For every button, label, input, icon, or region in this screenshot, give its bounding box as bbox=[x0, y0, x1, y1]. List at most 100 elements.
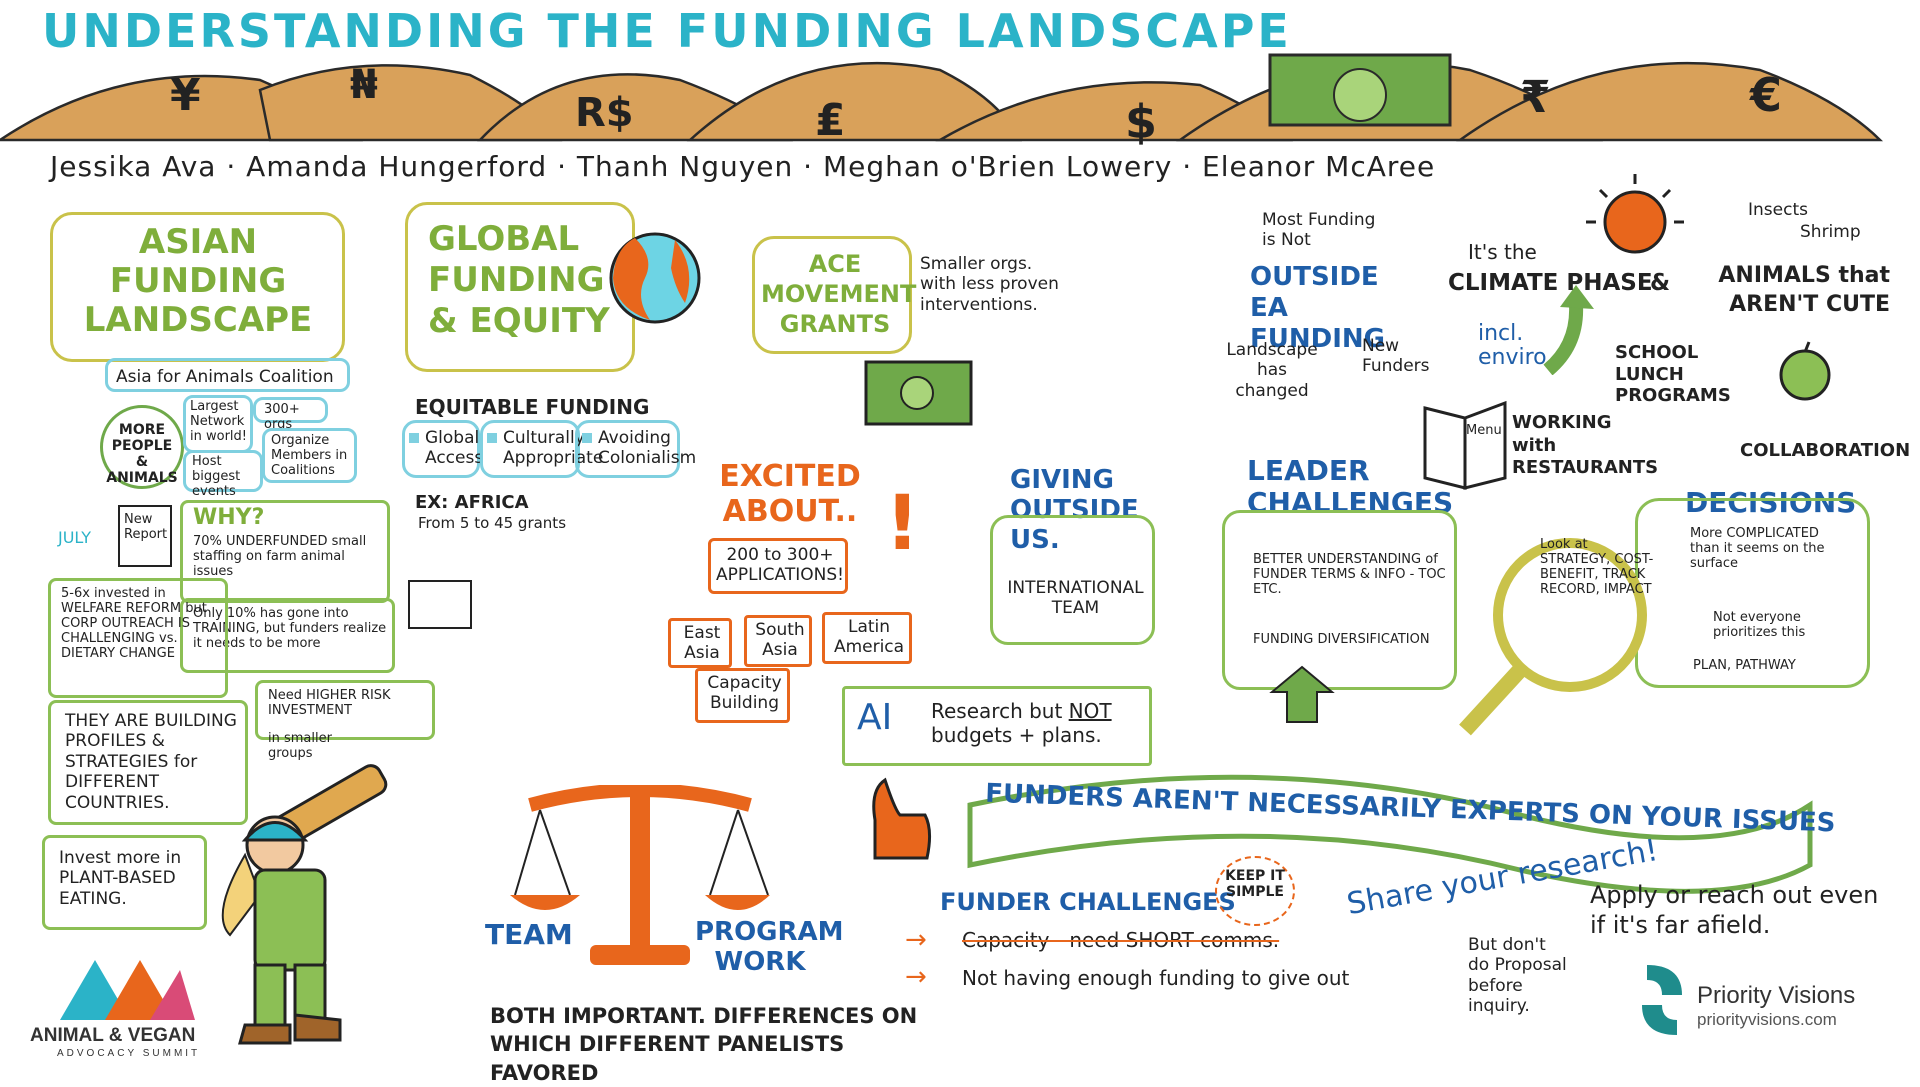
why-box: WHY? 70% UNDERFUNDED small staffing on f… bbox=[180, 500, 390, 603]
asian-title: ASIAN FUNDING LANDSCAPE bbox=[83, 222, 313, 341]
ace-title: ACE MOVEMENT GRANTS bbox=[761, 250, 917, 338]
equitable-heading: EQUITABLE FUNDING bbox=[415, 395, 650, 419]
apple-icon bbox=[1779, 341, 1831, 401]
access-label: Global Access bbox=[425, 428, 484, 469]
hills-illustration bbox=[0, 53, 1884, 142]
collaboration-text: COLLABORATION bbox=[1740, 440, 1911, 461]
ai-box: AI Research but NOT budgets + plans. bbox=[842, 686, 1152, 766]
leader-box: BETTER UNDERSTANDING of FUNDER TERMS & I… bbox=[1222, 510, 1457, 690]
colonialism-label: Avoiding Colonialism bbox=[598, 428, 697, 469]
why-label: WHY? bbox=[193, 505, 265, 530]
capacity-box: Capacity Building bbox=[695, 668, 790, 723]
priority-visions-url: priorityvisions.com bbox=[1697, 1010, 1837, 1029]
speaker-names: Jessika Ava · Amanda Hungerford · Thanh … bbox=[50, 150, 1436, 183]
summit-logo-line2: ADVOCACY SUMMIT bbox=[57, 1048, 201, 1059]
training-box: Only 10% has gone into TRAINING, but fun… bbox=[180, 598, 395, 673]
new-funders-text: New Funders bbox=[1362, 336, 1430, 377]
training-text: Only 10% has gone into TRAINING, but fun… bbox=[193, 606, 387, 651]
underfunded-text: 70% UNDERFUNDED small staffing on farm a… bbox=[193, 534, 367, 579]
diversification-text: FUNDING DIVERSIFICATION bbox=[1253, 632, 1430, 647]
animals-text: ANIMALS that AREN'T CUTE bbox=[1718, 263, 1890, 317]
east-asia-label: East Asia bbox=[683, 623, 721, 664]
africa-label: EX: AFRICA bbox=[415, 492, 529, 513]
priority-visions-name: Priority Visions bbox=[1697, 982, 1856, 1009]
currency-yen: ¥ bbox=[170, 70, 201, 121]
south-asia-box: South Asia bbox=[744, 615, 812, 667]
incl-enviro-text: incl. enviro bbox=[1478, 321, 1547, 371]
orgs-box: 300+ orgs bbox=[253, 397, 328, 432]
invested-text: 5-6x invested in WELFARE REFORM but CORP… bbox=[61, 586, 207, 661]
new-report-icon: New Report bbox=[118, 505, 172, 567]
profiles-text: THEY ARE BUILDING PROFILES & STRATEGIES … bbox=[65, 711, 237, 813]
banner-ribbon bbox=[967, 774, 1813, 894]
latin-america-box: Latin America bbox=[822, 612, 912, 664]
not-having-funding-text: Not having enough funding to give out bbox=[962, 966, 1350, 990]
sun-icon bbox=[1586, 174, 1684, 254]
largest-box: Largest Network in world! bbox=[183, 395, 253, 453]
climate-phase-text: CLIMATE PHASE bbox=[1448, 270, 1653, 296]
understanding-text: BETTER UNDERSTANDING of FUNDER TERMS & I… bbox=[1253, 552, 1446, 597]
apply-reach-out-text: Apply or reach out even if it's far afie… bbox=[1590, 881, 1879, 939]
global-title: GLOBAL FUNDING & EQUITY bbox=[428, 219, 610, 341]
plan-pathway-text: PLAN, PATHWAY bbox=[1693, 658, 1796, 673]
profiles-box: THEY ARE BUILDING PROFILES & STRATEGIES … bbox=[48, 700, 248, 825]
dont-proposal-text: But don't do Proposal before inquiry. bbox=[1468, 935, 1567, 1017]
arrow-right-icon: → bbox=[905, 925, 927, 955]
magnifier-icon bbox=[1459, 538, 1647, 736]
higher-risk-text: Need HIGHER RISK INVESTMENT bbox=[268, 688, 391, 718]
plant-text: Invest more in PLANT-BASED EATING. bbox=[59, 848, 182, 909]
higher-risk-box: Need HIGHER RISK INVESTMENT bbox=[255, 680, 435, 740]
applications-box: 200 to 300+ APPLICATIONS! bbox=[708, 538, 848, 594]
ace-box: ACE MOVEMENT GRANTS bbox=[752, 236, 917, 354]
currency-dollar: $ bbox=[1125, 95, 1158, 149]
look-at-text: Look at STRATEGY, COST-BENEFIT, TRACK RE… bbox=[1540, 537, 1654, 597]
intl-team-label: INTERNATIONAL TEAM bbox=[1007, 578, 1144, 619]
east-asia-box: East Asia bbox=[668, 618, 732, 668]
global-title-box: GLOBAL FUNDING & EQUITY bbox=[405, 202, 635, 372]
ampersand-text: & bbox=[1650, 270, 1671, 296]
applications-label: 200 to 300+ APPLICATIONS! bbox=[716, 545, 844, 586]
currency-real: R$ bbox=[575, 90, 634, 136]
scales-illustration bbox=[510, 785, 770, 965]
shrimp-text: Shrimp bbox=[1800, 222, 1861, 242]
host-box: Host biggest events bbox=[183, 450, 263, 499]
menu-label: Menu bbox=[1466, 423, 1502, 438]
direction-arrows-icon bbox=[1269, 665, 1335, 723]
ai-text: Research but NOT budgets + plans. bbox=[931, 699, 1112, 747]
presentation-icon bbox=[408, 580, 472, 629]
outside-ea-title: OUTSIDE EA FUNDING bbox=[1250, 262, 1385, 355]
currency-naira: ₦ bbox=[350, 62, 378, 108]
complicated-text: More COMPLICATED than it seems on the su… bbox=[1690, 526, 1825, 571]
leader-title: LEADER CHALLENGES bbox=[1247, 454, 1454, 520]
not-everyone-text: Not everyone prioritizes this bbox=[1713, 610, 1806, 640]
latin-america-label: Latin America bbox=[833, 617, 905, 658]
ace-note: Smaller orgs. with less proven intervent… bbox=[920, 254, 1059, 315]
capacity-label: Capacity Building bbox=[707, 673, 782, 714]
coalition-box: Asia for Animals Coalition bbox=[105, 358, 350, 392]
insects-text: Insects bbox=[1748, 200, 1808, 220]
giving-title: GIVING OUTSIDE US. bbox=[1010, 465, 1139, 555]
keep-simple-badge: KEEP IT SIMPLE bbox=[1215, 856, 1295, 926]
most-funding-text: Most Funding is Not bbox=[1262, 210, 1376, 251]
arrow-right-icon: → bbox=[905, 962, 927, 992]
ai-label: AI bbox=[857, 697, 893, 738]
thumbs-up-icon bbox=[872, 777, 932, 860]
money-bill-icon bbox=[864, 360, 973, 426]
organize-label: Organize Members in Coalitions bbox=[271, 433, 348, 478]
excited-title: EXCITED ABOUT.. bbox=[719, 459, 861, 529]
both-important-text: BOTH IMPORTANT. DIFFERENCES ON WHICH DIF… bbox=[490, 1004, 918, 1085]
program-work-label: PROGRAM WORK bbox=[695, 917, 844, 977]
up-arrow-icon bbox=[1543, 285, 1594, 375]
smaller-groups-text: in smaller groups bbox=[268, 731, 332, 761]
landscape-changed-text: Landscape has changed bbox=[1226, 340, 1318, 401]
currency-pound: ₤ bbox=[815, 95, 846, 146]
school-lunch-text: SCHOOL LUNCH PROGRAMS bbox=[1615, 342, 1731, 407]
more-people-label: MORE PEOPLE & ANIMALS bbox=[106, 422, 178, 487]
giving-box: INTERNATIONAL TEAM bbox=[990, 515, 1155, 645]
currency-rupee: ₹ bbox=[1520, 72, 1551, 123]
team-label: TEAM bbox=[485, 918, 573, 951]
host-label: Host biggest events bbox=[192, 454, 241, 499]
priority-visions-logo-icon bbox=[1642, 965, 1682, 1035]
asian-title-box: ASIAN FUNDING LANDSCAPE bbox=[50, 212, 345, 362]
exclamation-icon: ! bbox=[885, 478, 920, 567]
